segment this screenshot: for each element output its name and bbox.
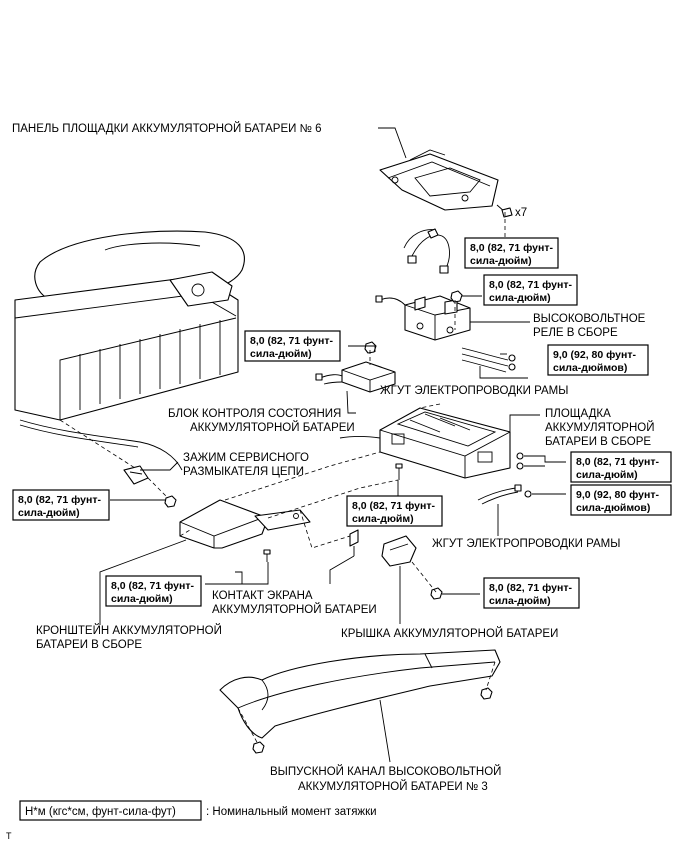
torque-spec-monitor: 8,0 (82, 71 фунт- сила-дюйм) [244, 330, 341, 362]
torque-spec-tray-bolt: 8,0 (82, 71 фунт- сила-дюйм) [346, 495, 443, 527]
label-duct-line1: ВЫПУСКНОЙ КАНАЛ ВЫСОКОВОЛЬТНОЙ [270, 765, 501, 778]
tray-bolt [395, 463, 403, 480]
torque-spec-frame-wire: 9,0 (92, 80 фунт- сила-дюймов) [547, 344, 649, 376]
frame-wire-harness-upper [461, 347, 516, 373]
label-shield-line2: АККУМУЛЯТОРНОЙ БАТАРЕИ [212, 603, 377, 616]
duct-bolt-1 [480, 687, 493, 700]
svg-text:сила-дюйм): сила-дюйм) [111, 593, 173, 605]
tray-nut-1 [516, 452, 524, 460]
svg-text:сила-дюймов): сила-дюймов) [553, 362, 627, 374]
shield-contact [349, 529, 359, 556]
label-monitor-line1: БЛОК КОНТРОЛЯ СОСТОЯНИЯ [168, 408, 341, 420]
svg-text:8,0 (82, 71 фунт-: 8,0 (82, 71 фунт- [470, 242, 553, 254]
battery-tray-panel-6 [379, 149, 499, 211]
clamp-bolt [164, 495, 177, 508]
label-relay-line2: РЕЛЕ В СБОРЕ [533, 327, 618, 339]
label-duct-line2: АККУМУЛЯТОРНОЙ БАТАРЕИ № 3 [298, 780, 488, 793]
cover-nut [430, 587, 443, 600]
label-clamp-line2: РАЗМЫКАТЕЛЯ ЦЕПИ [183, 466, 304, 478]
tray-nut-2 [516, 462, 524, 470]
svg-text:8,0 (82, 71 фунт-: 8,0 (82, 71 фунт- [111, 580, 194, 592]
frame-wire-harness-lower [477, 484, 532, 505]
label-bracket-line1: КРОНШТЕЙН АККУМУЛЯТОРНОЙ [36, 624, 222, 637]
svg-text:сила-дюйм): сила-дюйм) [352, 513, 414, 525]
label-bracket-line2: БАТАРЕИ В СБОРЕ [36, 639, 142, 651]
svg-text:9,0 (92, 80 фунт-: 9,0 (92, 80 фунт- [576, 489, 659, 501]
monitor-nut [364, 341, 377, 354]
svg-text:8,0 (82, 71 фунт-: 8,0 (82, 71 фунт- [352, 500, 435, 512]
svg-text:8,0 (82, 71 фунт-: 8,0 (82, 71 фунт- [489, 582, 572, 594]
battery-pack-illustration [14, 230, 245, 471]
label-tray-line1: ПЛОЩАДКА [545, 408, 611, 420]
label-shield-line1: КОНТАКТ ЭКРАНА [212, 590, 313, 602]
label-cover: КРЫШКА АККУМУЛЯТОРНОЙ БАТАРЕИ [341, 627, 558, 640]
battery-monitor-unit [315, 361, 396, 393]
relay-wiring-harness [403, 228, 450, 274]
label-frame-wire-upper: ЖГУТ ЭЛЕКТРОПРОВОДКИ РАМЫ [380, 385, 568, 397]
torque-spec-relay-nut: 8,0 (82, 71 фунт- сила-дюйм) [483, 274, 578, 306]
bracket-bolt [263, 549, 271, 562]
label-panel-6: ПАНЕЛЬ ПЛОЩАДКИ АККУМУЛЯТОРНОЙ БАТАРЕИ №… [12, 122, 322, 135]
torque-spec-cover: 8,0 (82, 71 фунт- сила-дюйм) [483, 577, 580, 609]
svg-text:сила-дюйм): сила-дюйм) [576, 469, 638, 481]
svg-text:сила-дюйм): сила-дюйм) [250, 348, 312, 360]
label-tray-line3: БАТАРЕИ В СБОРЕ [545, 436, 651, 448]
svg-text:8,0 (82, 71 фунт-: 8,0 (82, 71 фунт- [576, 456, 659, 468]
torque-spec-frame-wire-lower: 9,0 (92, 80 фунт- сила-дюймов) [570, 484, 672, 516]
legend-description: : Номинальный момент затяжки [206, 806, 377, 818]
high-voltage-relay-assembly [375, 295, 471, 341]
torque-legend: Н*м (кгс*см, фунт-сила-фут) : Номинальны… [19, 800, 377, 821]
label-relay-line1: ВЫСОКОВОЛЬТНОЕ [533, 313, 646, 325]
legend-unit-box: Н*м (кгс*см, фунт-сила-фут) [25, 806, 176, 818]
torque-spec-bracket: 8,0 (82, 71 фунт- сила-дюйм) [105, 575, 202, 607]
panel-bolt [496, 204, 513, 218]
alignment-guides [59, 212, 506, 745]
battery-cover [381, 535, 417, 567]
svg-text:сила-дюйм): сила-дюйм) [18, 507, 80, 519]
torque-spec-tray-nuts: 8,0 (82, 71 фунт- сила-дюйм) [570, 451, 672, 483]
svg-text:8,0 (82, 71 фунт-: 8,0 (82, 71 фунт- [489, 279, 572, 291]
relay-nut [450, 290, 463, 303]
battery-bracket-assembly [179, 499, 311, 549]
label-tray-line2: АККУМУЛЯТОРНОЙ [545, 421, 655, 434]
service-plug-clamp [123, 465, 149, 485]
label-frame-wire-lower: ЖГУТ ЭЛЕКТРОПРОВОДКИ РАМЫ [432, 538, 620, 550]
label-clamp-line1: ЗАЖИМ СЕРВИСНОГО [183, 452, 309, 464]
label-monitor-line2: АККУМУЛЯТОРНОЙ БАТАРЕИ [190, 421, 355, 434]
torque-spec-relay-top: 8,0 (82, 71 фунт- сила-дюйм) [464, 237, 559, 269]
svg-text:сила-дюйм): сила-дюйм) [489, 292, 551, 304]
torque-spec-clamp: 8,0 (82, 71 фунт- сила-дюйм) [12, 489, 110, 521]
svg-text:сила-дюйм): сила-дюйм) [489, 595, 551, 607]
svg-text:9,0 (92, 80 фунт-: 9,0 (92, 80 фунт- [553, 349, 636, 361]
corner-mark: T [6, 831, 12, 841]
svg-text:8,0 (82, 71 фунт-: 8,0 (82, 71 фунт- [18, 494, 101, 506]
duct-bolt-2 [252, 741, 265, 754]
battery-tray-assembly [339, 407, 511, 479]
svg-text:8,0 (82, 71 фунт-: 8,0 (82, 71 фунт- [250, 335, 333, 347]
svg-text:сила-дюймов): сила-дюймов) [576, 502, 650, 514]
label-bolt-count: x7 [515, 207, 527, 219]
svg-text:сила-дюйм): сила-дюйм) [470, 255, 532, 267]
exhaust-duct-no3 [219, 649, 501, 739]
leader-lines [99, 127, 566, 763]
